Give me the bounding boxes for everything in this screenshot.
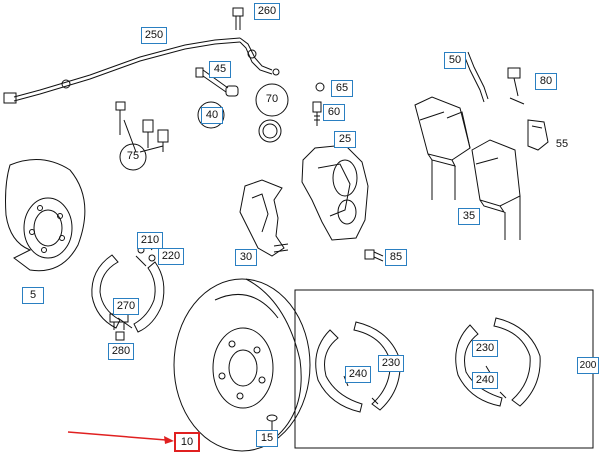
- retaining-pin-50: [463, 51, 489, 103]
- callout-230-right[interactable]: 230: [472, 340, 498, 357]
- callout-210[interactable]: 210: [137, 232, 163, 249]
- callout-30[interactable]: 30: [235, 249, 257, 266]
- bleeder-60: [312, 101, 322, 126]
- callout-15[interactable]: 15: [256, 430, 278, 447]
- callout-270[interactable]: 270: [113, 298, 139, 315]
- callout-70[interactable]: 70: [265, 93, 279, 105]
- bushing-40-circle: [197, 101, 225, 129]
- callout-200[interactable]: 200: [577, 357, 599, 374]
- callout-10-selected[interactable]: 10: [174, 432, 200, 452]
- parking-brake-cable: [3, 37, 280, 104]
- callout-45[interactable]: 45: [209, 61, 231, 78]
- callout-40[interactable]: 40: [201, 107, 223, 124]
- caliper-carrier: [239, 179, 289, 257]
- callout-55[interactable]: 55: [555, 138, 569, 150]
- dust-shield: [5, 159, 86, 272]
- bolt-85: [364, 249, 384, 262]
- spring-80: [507, 67, 525, 105]
- clip-55: [527, 119, 549, 151]
- brake-disc: [173, 278, 311, 452]
- callout-5[interactable]: 5: [22, 287, 44, 304]
- callout-240-right[interactable]: 240: [472, 372, 498, 389]
- brake-caliper: [301, 144, 369, 241]
- callout-circle-75: [119, 143, 147, 171]
- callout-25[interactable]: 25: [334, 131, 356, 148]
- callout-280[interactable]: 280: [108, 343, 134, 360]
- seal-ring: [258, 119, 282, 143]
- adjuster-270: [109, 313, 129, 330]
- bolt-45: [195, 67, 239, 97]
- spring-280: [115, 331, 125, 341]
- callout-35[interactable]: 35: [458, 208, 480, 225]
- callout-220[interactable]: 220: [158, 248, 184, 265]
- callout-85[interactable]: 85: [385, 249, 407, 266]
- kit-frame: [294, 289, 594, 449]
- bolt-75: [115, 101, 169, 153]
- callout-50[interactable]: 50: [444, 52, 466, 69]
- callout-60[interactable]: 60: [323, 104, 345, 121]
- callout-260[interactable]: 260: [254, 3, 280, 20]
- callout-65[interactable]: 65: [331, 80, 353, 97]
- callout-230-left[interactable]: 230: [378, 355, 404, 372]
- callout-circle-70: [255, 83, 289, 117]
- callout-250[interactable]: 250: [141, 27, 167, 44]
- shoe-set-left: [315, 321, 401, 413]
- bolt-260: [232, 7, 244, 30]
- callout-80[interactable]: 80: [535, 73, 557, 90]
- callout-75[interactable]: 75: [126, 150, 140, 162]
- callout-240-left[interactable]: 240: [345, 366, 371, 383]
- shoe-set-right: [455, 317, 541, 407]
- selection-arrow: [67, 431, 174, 444]
- cap-65: [315, 82, 325, 92]
- brake-pads: [414, 96, 521, 240]
